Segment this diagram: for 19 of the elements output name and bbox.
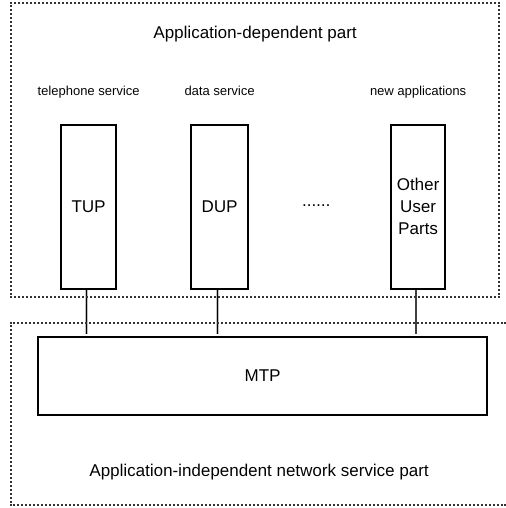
dotted-region (10, 2, 500, 298)
box-label: DUP (202, 196, 238, 218)
box-label: Other User Parts (396, 174, 440, 240)
ellipsis-dots: ...... (302, 190, 330, 212)
layer-box (390, 124, 446, 290)
service-caption: telephone service (36, 82, 140, 99)
layer-box (60, 124, 117, 290)
box-label: TUP (72, 196, 106, 218)
connector-line (415, 288, 417, 334)
region-title: Application-independent network service part (88, 460, 430, 482)
layer-box (190, 124, 249, 290)
layer-box (37, 336, 488, 416)
service-caption: new applications (368, 82, 468, 99)
connector-line (216, 288, 218, 334)
connector-line (86, 288, 88, 334)
box-label: MTP (244, 365, 280, 387)
service-caption: data service (183, 82, 256, 99)
dotted-region (10, 322, 506, 506)
region-title: Application-dependent part (152, 22, 358, 44)
